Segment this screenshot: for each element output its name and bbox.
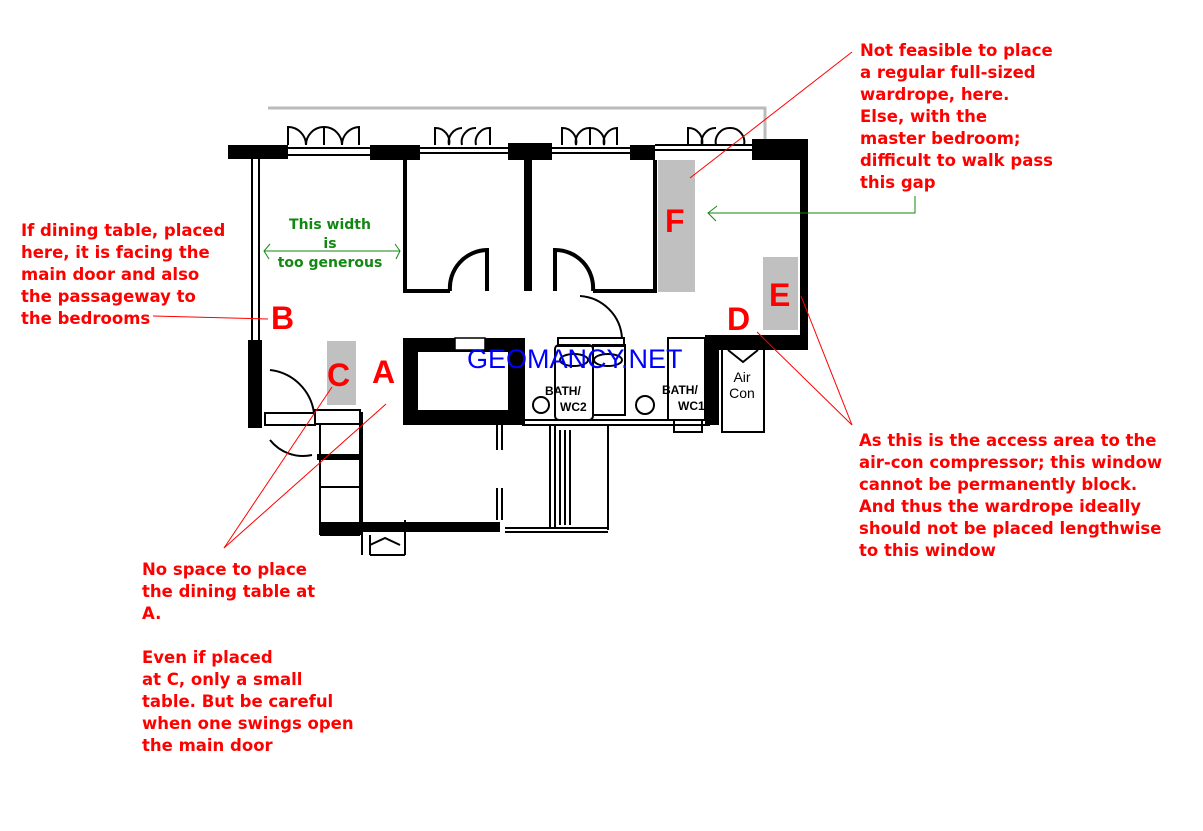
note-line: Not feasible to place <box>860 41 1053 60</box>
zone-e <box>763 257 798 330</box>
kitchen-interior <box>418 352 508 410</box>
zone-f <box>658 160 695 292</box>
note-left: If dining table, placed here, it is faci… <box>21 221 225 328</box>
note-line: cannot be permanently block. <box>859 475 1137 494</box>
width-note-line: is <box>323 236 336 252</box>
bathrooms <box>496 337 765 533</box>
label-f: F <box>665 203 685 239</box>
note-line: the bedrooms <box>21 309 150 328</box>
width-note-line: This width <box>289 217 371 233</box>
note-line: Even if placed <box>142 648 273 667</box>
note-line: difficult to walk pass <box>860 151 1053 170</box>
aircon-label: Air <box>733 369 750 385</box>
balcony-outline <box>268 106 767 140</box>
note-line: table. But be careful <box>142 692 333 711</box>
note-right: As this is the access area to the air-co… <box>859 431 1162 560</box>
note-top-right: Not feasible to place a regular full-siz… <box>860 41 1053 192</box>
bath2-label-2: WC2 <box>560 400 587 414</box>
note-line: No space to place <box>142 560 307 579</box>
label-e: E <box>769 277 790 313</box>
annotation-lines <box>152 51 853 549</box>
windows <box>251 125 752 340</box>
note-line: to this window <box>859 541 996 560</box>
bath1-label-2: WC1 <box>678 399 705 413</box>
width-note-line: too generous <box>278 255 383 271</box>
note-line: this gap <box>860 173 936 192</box>
note-line: air-con compressor; this window <box>859 453 1162 472</box>
note-line: the main door <box>142 736 274 755</box>
note-line: master bedroom; <box>860 129 1021 148</box>
walls <box>228 139 808 536</box>
note-line: here, it is facing the <box>21 243 210 262</box>
watermark: GEOMANCY.NET <box>467 344 683 374</box>
zone-c <box>327 341 356 405</box>
note-line: If dining table, placed <box>21 221 225 240</box>
note-line: a regular full-sized <box>860 63 1036 82</box>
note-line: when one swings open <box>142 714 354 733</box>
note-line: A. <box>142 604 161 623</box>
note-line: main door and also <box>21 265 199 284</box>
width-note: This width is too generous <box>278 217 383 271</box>
note-line: should not be placed lengthwise <box>859 519 1161 538</box>
note-line: the passageway to <box>21 287 196 306</box>
green-arrows <box>263 196 916 260</box>
note-bottom-left: No space to place the dining table at A.… <box>142 560 354 755</box>
entrance <box>264 369 406 556</box>
bath1-label: BATH/ <box>662 383 698 397</box>
note-line: wardrope, here. <box>860 85 1009 104</box>
bedroom-walls <box>403 160 657 339</box>
note-line: the dining table at <box>142 582 315 601</box>
label-a: A <box>372 354 395 390</box>
note-line: As this is the access area to the <box>859 431 1156 450</box>
label-d: D <box>727 301 750 337</box>
note-line: at C, only a small <box>142 670 302 689</box>
kitchen-window <box>454 337 486 351</box>
label-c: C <box>327 357 350 393</box>
note-line: Else, with the <box>860 107 987 126</box>
label-b: B <box>271 300 294 336</box>
aircon-label-2: Con <box>729 385 755 401</box>
note-line: And thus the wardrope ideally <box>859 497 1141 516</box>
bath2-label: BATH/ <box>545 384 581 398</box>
